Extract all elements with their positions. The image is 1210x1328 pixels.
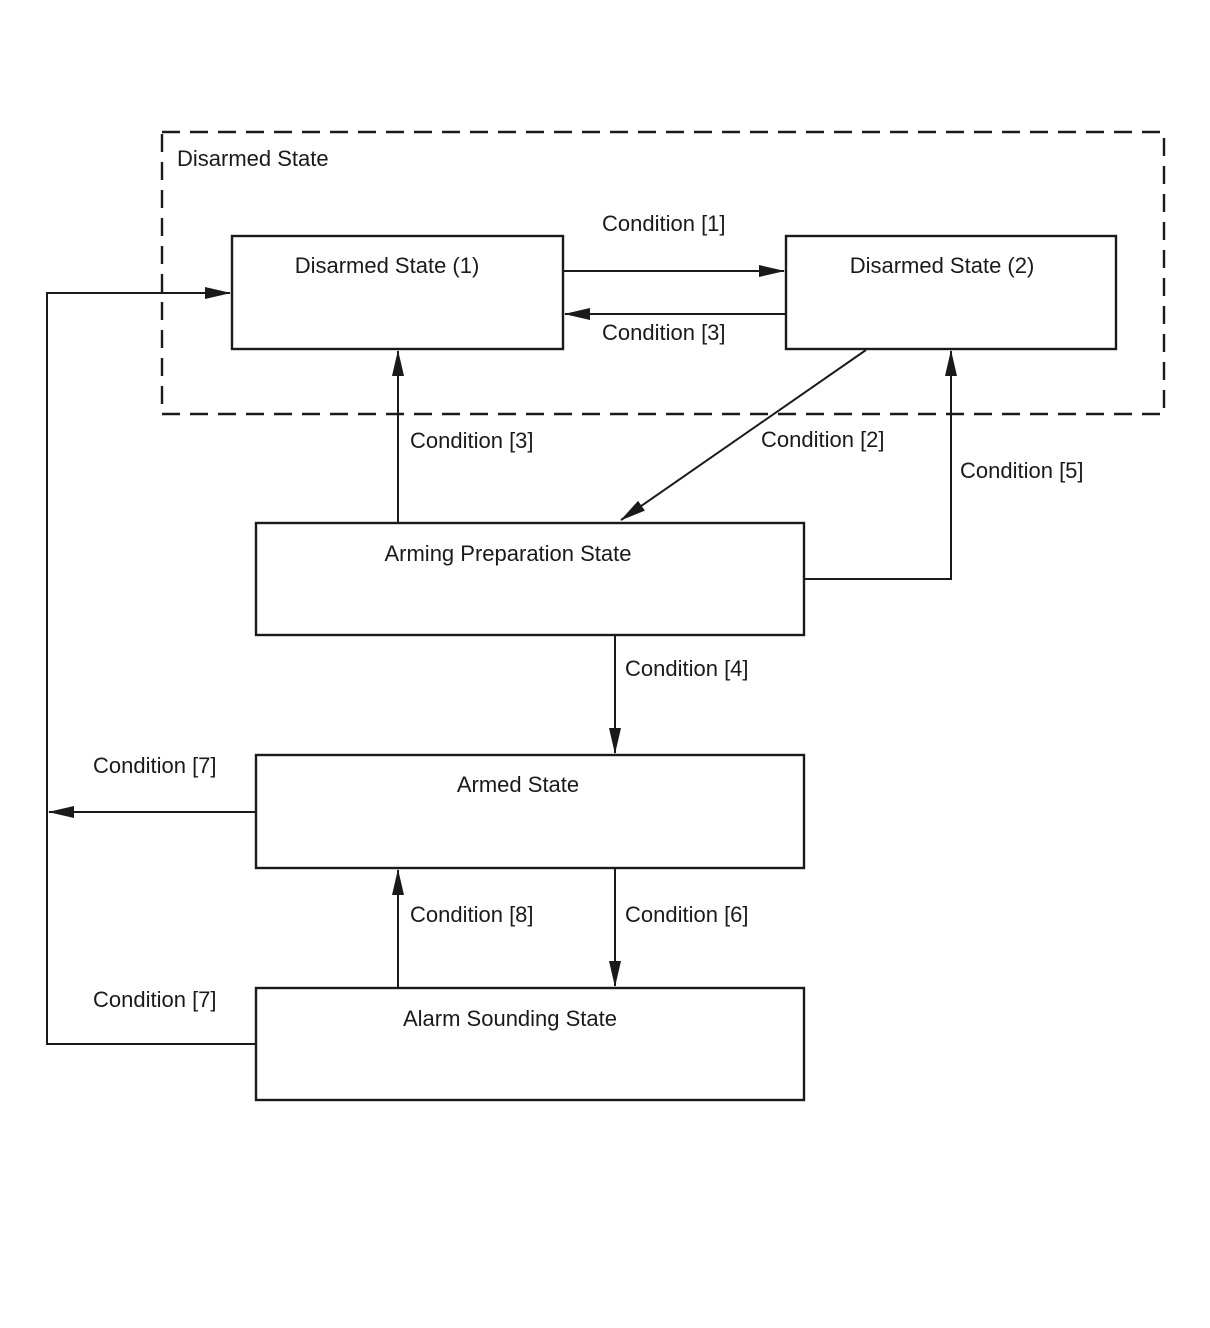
label-d1-to-d2: Condition [1] [602,211,726,236]
state-arming-preparation-label: Arming Preparation State [384,541,631,566]
label-alarm-to-armed: Condition [8] [410,902,534,927]
state-disarmed-2: Disarmed State (2) [784,234,1118,351]
state-disarmed-2-label: Disarmed State (2) [850,253,1035,278]
label-d2-to-prep: Condition [2] [761,427,885,452]
disarmed-group-label: Disarmed State [177,146,329,171]
state-arming-preparation: Arming Preparation State [254,521,806,637]
state-alarm-sounding: Alarm Sounding State [254,986,806,1102]
state-alarm-sounding-label: Alarm Sounding State [403,1006,617,1031]
label-prep-to-d2: Condition [5] [960,458,1084,483]
state-disarmed-1-label: Disarmed State (1) [295,253,480,278]
label-armed-to-d1: Condition [7] [93,753,217,778]
label-prep-to-armed: Condition [4] [625,656,749,681]
label-d2-to-d1: Condition [3] [602,320,726,345]
label-prep-to-d1: Condition [3] [410,428,534,453]
arrow-alarm-to-d1 [46,287,256,1045]
label-alarm-to-d1: Condition [7] [93,987,217,1012]
state-armed: Armed State [254,753,806,870]
arrow-prep-to-d2 [804,350,957,580]
state-armed-label: Armed State [457,772,579,797]
state-disarmed-1: Disarmed State (1) [230,234,565,351]
arrow-d2-to-prep [620,349,867,521]
label-armed-to-alarm: Condition [6] [625,902,749,927]
